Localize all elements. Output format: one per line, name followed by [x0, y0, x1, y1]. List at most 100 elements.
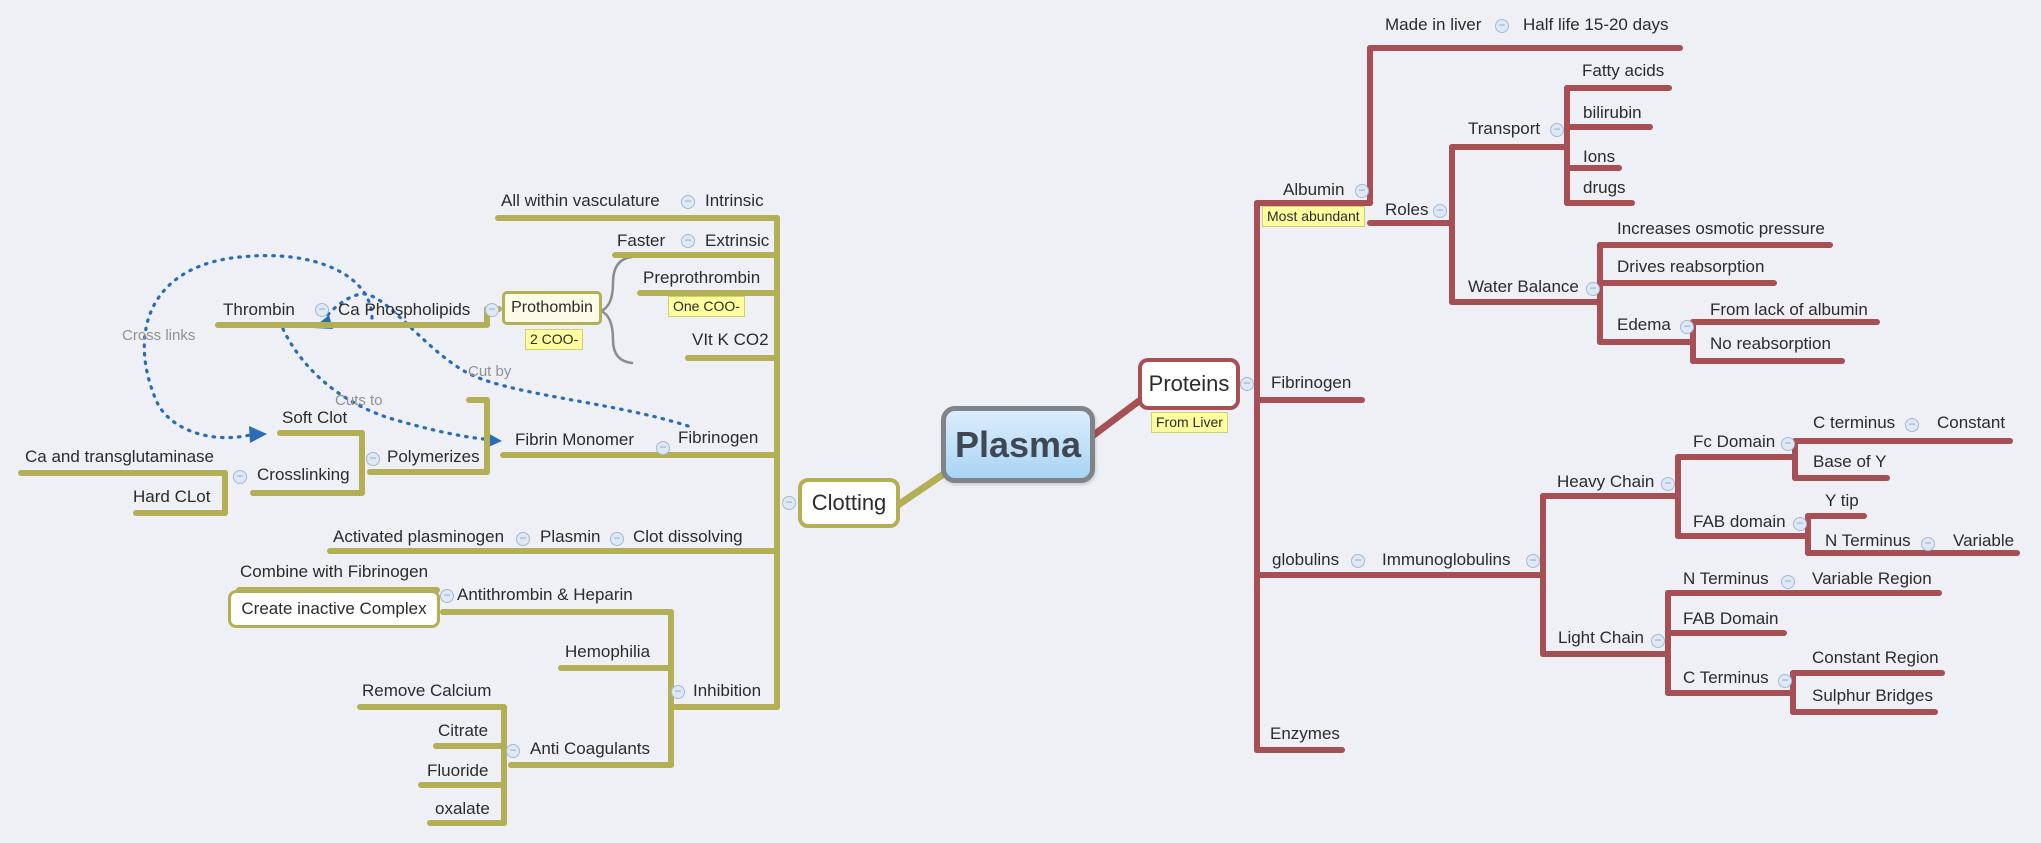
collapse-minus-icon[interactable]: − [1351, 554, 1365, 568]
topic-ca-and-transglutaminase[interactable]: Ca and transglutaminase [25, 447, 215, 466]
collapse-minus-icon[interactable]: − [1778, 674, 1792, 688]
collapse-minus-icon[interactable]: − [1355, 184, 1369, 198]
topic-remove-calcium[interactable]: Remove Calcium [362, 681, 492, 700]
topic-albumin[interactable]: Albumin [1283, 180, 1345, 199]
topic-no-reabsorption[interactable]: No reabsorption [1710, 334, 1831, 353]
collapse-minus-icon[interactable]: − [681, 234, 695, 248]
note-most-abundant[interactable]: Most abundant [1262, 206, 1365, 227]
topic-fc-domain[interactable]: Fc Domain [1693, 432, 1776, 451]
topic-increases-osmotic-pressure[interactable]: Increases osmotic pressure [1617, 219, 1825, 238]
topic-bilirubin[interactable]: bilirubin [1583, 103, 1642, 122]
relationship-label-cross-links[interactable]: Cross links [122, 327, 196, 344]
collapse-minus-icon[interactable]: − [315, 303, 329, 317]
collapse-minus-icon[interactable]: − [1586, 282, 1600, 296]
topic-edema[interactable]: Edema [1617, 315, 1671, 334]
topic-all-within-vasculature[interactable]: All within vasculature [501, 191, 660, 210]
topic-ca-phospholipids[interactable]: Ca Phospholipids [338, 300, 471, 319]
topic-n-terminus-heavy[interactable]: N Terminus [1825, 531, 1911, 550]
topic-soft-clot[interactable]: Soft Clot [282, 408, 348, 427]
topic-inhibition[interactable]: Inhibition [693, 681, 762, 700]
collapse-minus-icon[interactable]: − [681, 195, 695, 209]
collapse-minus-icon[interactable]: − [485, 303, 499, 317]
topic-crosslinking[interactable]: Crosslinking [257, 465, 350, 484]
topic-y-tip[interactable]: Y tip [1825, 491, 1859, 510]
topic-fatty-acids[interactable]: Fatty acids [1582, 61, 1665, 80]
collapse-minus-icon[interactable]: − [1240, 377, 1254, 391]
collapse-minus-icon[interactable]: − [1433, 204, 1447, 218]
topic-plasmin[interactable]: Plasmin [540, 527, 601, 546]
topic-immunoglobulins[interactable]: Immunoglobulins [1382, 550, 1511, 569]
topic-n-terminus-light[interactable]: N Terminus [1683, 569, 1769, 588]
collapse-minus-icon[interactable]: − [671, 685, 685, 699]
central-topic-plasma[interactable]: Plasma [941, 406, 1095, 483]
topic-anti-coagulants[interactable]: Anti Coagulants [530, 739, 651, 758]
collapse-minus-icon[interactable]: − [1526, 554, 1540, 568]
note-one-coo[interactable]: One COO- [668, 296, 745, 317]
topic-water-balance[interactable]: Water Balance [1468, 277, 1579, 296]
topic-intrinsic[interactable]: Intrinsic [705, 191, 764, 210]
topic-fab-domain-light[interactable]: FAB Domain [1683, 609, 1779, 628]
topic-from-lack-of-albumin[interactable]: From lack of albumin [1710, 300, 1868, 319]
collapse-minus-icon[interactable]: − [506, 744, 520, 758]
topic-sulphur-bridges[interactable]: Sulphur Bridges [1812, 686, 1933, 705]
topic-clot-dissolving[interactable]: Clot dissolving [633, 527, 743, 546]
topic-oxalate[interactable]: oxalate [435, 799, 490, 818]
collapse-minus-icon[interactable]: − [1550, 123, 1564, 137]
topic-hard-clot[interactable]: Hard CLot [133, 487, 211, 506]
topic-polymerizes[interactable]: Polymerizes [387, 447, 480, 466]
collapse-minus-icon[interactable]: − [1680, 320, 1694, 334]
topic-roles[interactable]: Roles [1385, 200, 1429, 219]
topic-ions[interactable]: Ions [1583, 147, 1616, 166]
summary-topic-prothombin[interactable]: Prothombin [502, 291, 602, 325]
topic-fibrin-monomer[interactable]: Fibrin Monomer [515, 430, 635, 449]
collapse-minus-icon[interactable]: − [610, 532, 624, 546]
topic-constant-region[interactable]: Constant Region [1812, 648, 1939, 667]
topic-activated-plasminogen[interactable]: Activated plasminogen [333, 527, 505, 546]
topic-vit-k-co2[interactable]: VIt K CO2 [692, 330, 769, 349]
topic-preprothrombin[interactable]: Preprothrombin [643, 268, 761, 287]
topic-fibrinogen-proteins[interactable]: Fibrinogen [1271, 373, 1352, 392]
collapse-minus-icon[interactable]: − [1495, 19, 1509, 33]
collapse-minus-icon[interactable]: − [782, 496, 796, 510]
topic-extrinsic[interactable]: Extrinsic [705, 231, 770, 250]
relationship-cross-links[interactable] [142, 254, 374, 440]
collapse-minus-icon[interactable]: − [516, 532, 530, 546]
topic-variable-heavy[interactable]: Variable [1953, 531, 2015, 550]
relationship-cut-by[interactable] [323, 292, 690, 428]
topic-fibrinogen-clotting[interactable]: Fibrinogen [678, 428, 759, 447]
relationship-label-cut-by[interactable]: Cut by [468, 363, 512, 380]
topic-c-terminus-light[interactable]: C Terminus [1683, 668, 1769, 687]
topic-drives-reabsorption[interactable]: Drives reabsorption [1617, 257, 1765, 276]
topic-combine-with-fibrinogen[interactable]: Combine with Fibrinogen [240, 562, 429, 581]
collapse-minus-icon[interactable]: − [1793, 517, 1807, 531]
collapse-minus-icon[interactable]: − [1781, 437, 1795, 451]
topic-thrombin[interactable]: Thrombin [223, 300, 295, 319]
topic-antithrombin-heparin[interactable]: Antithrombin & Heparin [457, 585, 633, 604]
main-topic-clotting[interactable]: Clotting [798, 478, 900, 528]
collapse-minus-icon[interactable]: − [440, 589, 454, 603]
topic-made-in-liver[interactable]: Made in liver [1385, 15, 1482, 34]
collapse-minus-icon[interactable]: − [1781, 575, 1795, 589]
note-2-coo[interactable]: 2 COO- [525, 329, 584, 350]
collapse-minus-icon[interactable]: − [1905, 418, 1919, 432]
collapse-minus-icon[interactable]: − [366, 452, 380, 466]
topic-citrate[interactable]: Citrate [438, 721, 489, 740]
topic-faster[interactable]: Faster [617, 231, 666, 250]
relationship-cuts-to[interactable] [281, 327, 486, 441]
topic-c-terminus-heavy[interactable]: C terminus [1813, 413, 1896, 432]
topic-fluoride[interactable]: Fluoride [427, 761, 489, 780]
topic-heavy-chain[interactable]: Heavy Chain [1557, 472, 1655, 491]
topic-fab-domain-heavy[interactable]: FAB domain [1693, 512, 1786, 531]
topic-hemophilia[interactable]: Hemophilia [565, 642, 651, 661]
note-from-liver[interactable]: From Liver [1151, 412, 1228, 433]
collapse-minus-icon[interactable]: − [1921, 537, 1935, 551]
topic-globulins[interactable]: globulins [1272, 550, 1340, 569]
topic-light-chain[interactable]: Light Chain [1558, 628, 1645, 647]
topic-constant-heavy[interactable]: Constant [1937, 413, 2006, 432]
collapse-minus-icon[interactable]: − [233, 470, 247, 484]
topic-enzymes[interactable]: Enzymes [1270, 724, 1340, 743]
topic-create-inactive-complex[interactable]: Create inactive Complex [228, 590, 440, 628]
relationship-label-cuts-to[interactable]: Cuts to [335, 392, 383, 409]
main-topic-proteins[interactable]: Proteins [1138, 358, 1240, 410]
topic-half-life[interactable]: Half life 15-20 days [1523, 15, 1669, 34]
